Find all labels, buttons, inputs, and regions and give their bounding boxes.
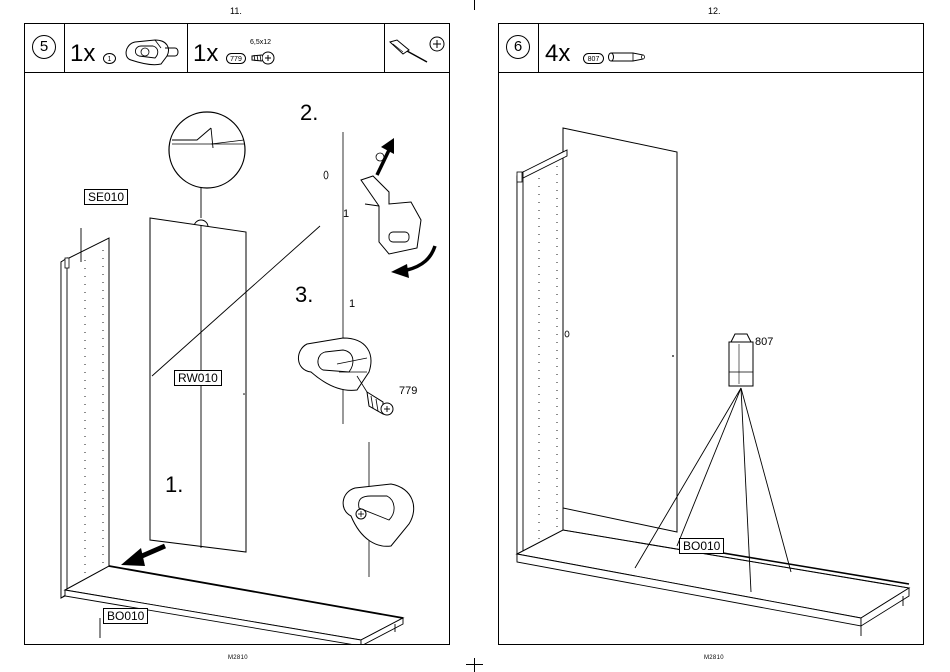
sub-step-label: 2.: [300, 102, 318, 124]
arrow-head-icon: [121, 548, 145, 566]
part-quantity: 4x: [545, 42, 570, 66]
step-number-badge: 5: [32, 35, 56, 59]
screw-number-label: 779: [399, 385, 417, 397]
detail-3-screw-fix: [298, 338, 393, 415]
part-label-bottom-panel: BO010: [103, 608, 148, 624]
step-header: 5 1x 1 1x 779 6,5x12: [25, 24, 449, 73]
dowel-number-label: 807: [755, 336, 773, 348]
bracket-number-label: 1: [349, 298, 355, 310]
connector-bracket-icon: [121, 34, 183, 68]
header-divider: [64, 24, 65, 72]
part-id-badge: 807: [583, 53, 604, 64]
step-5-assembly-drawing: [25, 72, 449, 644]
step-number-badge: 6: [506, 35, 530, 59]
side-panel-drawing: [61, 238, 109, 598]
page-number-left: 11.: [230, 6, 242, 16]
dowel-icon: [607, 48, 647, 66]
part-quantity: 1x: [70, 42, 95, 66]
step-6-assembly-drawing: [499, 72, 923, 644]
part-label-rear-panel: RW010: [174, 370, 222, 386]
part-id-badge: 779: [226, 53, 246, 64]
page-number-right: 12.: [708, 6, 721, 16]
bottom-panel-drawing: [65, 566, 403, 644]
part-label-side-panel: SE010: [84, 189, 128, 205]
step-header: 6 4x 807: [499, 24, 923, 73]
part-quantity: 1x: [193, 42, 218, 66]
header-divider: [384, 24, 385, 72]
header-divider: [538, 24, 539, 72]
crop-mark-top: [474, 0, 475, 10]
header-divider: [187, 24, 188, 72]
mounted-bracket-detail: [343, 442, 414, 577]
screw-icon: [249, 49, 275, 67]
side-panel-drawing: [517, 150, 569, 560]
assembly-step-panel-6: 6 4x 807: [498, 23, 924, 645]
sub-step-label: 3.: [295, 284, 313, 306]
sub-step-label: 1.: [165, 474, 183, 496]
crop-mark-bottom-h: [466, 664, 483, 665]
bracket-number-label: 1: [343, 208, 349, 220]
dowel-drawing: [729, 334, 753, 386]
rear-panel-drawing: [563, 128, 677, 532]
screwdriver-icon: [387, 32, 447, 66]
footer-model-code-left: M2810: [228, 655, 248, 661]
part-id-badge: 1: [103, 53, 116, 64]
crop-mark-bottom: [474, 658, 475, 672]
footer-model-code-right: M2810: [704, 655, 724, 661]
assembly-step-panel-5: 5 1x 1 1x 779 6,5x12: [24, 23, 450, 645]
part-label-bottom-panel: BO010: [679, 538, 724, 554]
zoom-detail-circle: [169, 112, 245, 234]
dowel-leader-line: [677, 388, 741, 546]
screw-dimension-label: 6,5x12: [250, 39, 271, 46]
